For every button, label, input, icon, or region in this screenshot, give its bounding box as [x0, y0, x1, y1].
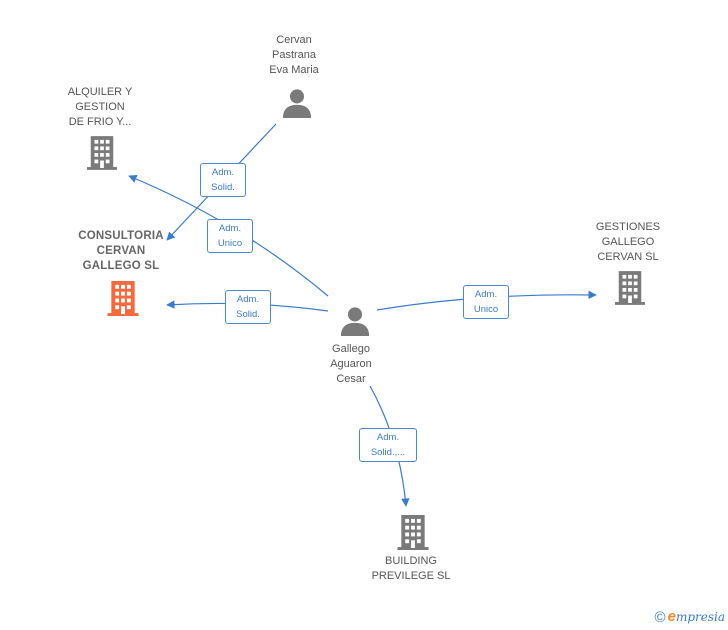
edge-label-gallego-building: Adm. Solid.,... [359, 428, 417, 462]
copyright-icon: © [654, 609, 666, 626]
company-label-building[interactable]: BUILDING PREVILEGE SL [371, 555, 451, 582]
company-label-gestiones[interactable]: GESTIONES GALLEGO CERVAN SL [595, 221, 661, 263]
empresia-watermark[interactable]: ©empresia [655, 608, 725, 626]
edge-label-gallego-consultoria: Adm. Solid. [225, 290, 271, 324]
person-label-cervan[interactable]: Cervan Pastrana Eva Maria [269, 34, 319, 76]
building-icon[interactable] [615, 271, 645, 305]
building-icon[interactable] [107, 281, 139, 316]
building-icon[interactable] [397, 515, 429, 550]
empresia-logo-text: mpresia [675, 610, 725, 624]
building-icon[interactable] [87, 136, 117, 170]
person-icon[interactable] [282, 89, 312, 118]
company-label-consultoria[interactable]: CONSULTORIA CERVAN GALLEGO SL [78, 230, 164, 272]
edge-label-gallego-gestiones: Adm. Unico [463, 285, 509, 319]
person-icon[interactable] [340, 307, 370, 336]
company-label-alquiler[interactable]: ALQUILER Y GESTION DE FRIO Y... [67, 86, 133, 128]
edge-label-gallego-alquiler: Adm. Unico [207, 219, 253, 253]
edge-label-cervan-consultoria: Adm. Solid. [200, 163, 246, 197]
empresia-logo-mark: e [667, 608, 676, 625]
person-label-gallego[interactable]: Gallego Aguaron Cesar [330, 343, 372, 385]
